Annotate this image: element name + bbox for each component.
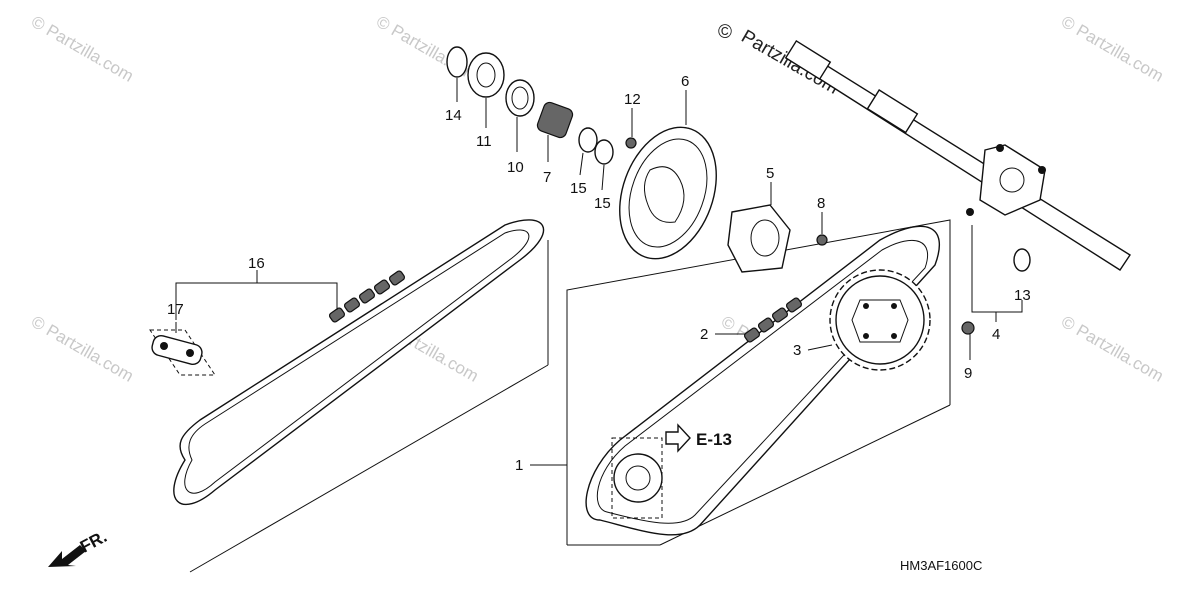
callout-2: 2	[700, 326, 708, 343]
callout-5: 5	[766, 165, 774, 182]
watermark: © Partzilla.com	[1058, 12, 1167, 86]
drive-sprocket	[611, 437, 663, 519]
callout-4: 4	[992, 326, 1000, 343]
leader-lines	[456, 78, 971, 466]
watermark: © Partzilla.com	[1058, 312, 1167, 386]
rear-axle	[784, 39, 1131, 271]
callout-7: 7	[543, 169, 551, 186]
watermark: © Partzilla.com	[373, 12, 482, 86]
chain-links-right	[743, 297, 803, 343]
callout-12: 12	[624, 91, 641, 108]
diagram-code: HM3AF1600C	[900, 558, 982, 573]
reference-label: E-13	[696, 430, 732, 449]
callout-1: 1	[515, 457, 523, 474]
watermark: © Partzilla.com	[28, 12, 137, 86]
callout-15: 15	[570, 180, 587, 197]
callout-16: 16	[248, 255, 265, 272]
callout-14: 14	[445, 107, 462, 124]
nut-8	[816, 234, 828, 246]
master-link-part	[149, 329, 216, 376]
brake-disc	[619, 126, 717, 260]
oring-15b	[594, 139, 614, 165]
callout-15b: 15	[594, 195, 611, 212]
nut-9	[961, 321, 975, 335]
spacer-7	[536, 101, 574, 139]
circlip-14	[446, 46, 468, 78]
callout-10: 10	[507, 159, 524, 176]
callout-17: 17	[167, 301, 184, 318]
chain-links	[328, 270, 406, 323]
drive-chain-loop	[173, 219, 544, 506]
hub	[727, 204, 791, 273]
oring-15a	[578, 127, 598, 153]
circlip-13	[1013, 248, 1031, 272]
watermark-dark: ©	[718, 22, 732, 43]
callout-8: 8	[817, 195, 825, 212]
bolt-12	[625, 137, 637, 149]
callout-6: 6	[681, 73, 689, 90]
callout-9: 9	[964, 365, 972, 382]
bearing-10	[505, 79, 535, 117]
driven-sprocket	[829, 269, 931, 371]
callout-13: 13	[1014, 287, 1031, 304]
callout-11: 11	[476, 133, 492, 150]
nut-11	[467, 52, 505, 98]
callout-3: 3	[793, 342, 801, 359]
reference-e13[interactable]: E-13	[665, 423, 732, 453]
front-direction-marker: FR.	[48, 527, 110, 567]
watermark: © Partzilla.com	[28, 312, 137, 386]
callout-labels: 1 2 3 4 5 6 7 8 9 10 11 12 13 14 15 15 1…	[167, 73, 1031, 474]
